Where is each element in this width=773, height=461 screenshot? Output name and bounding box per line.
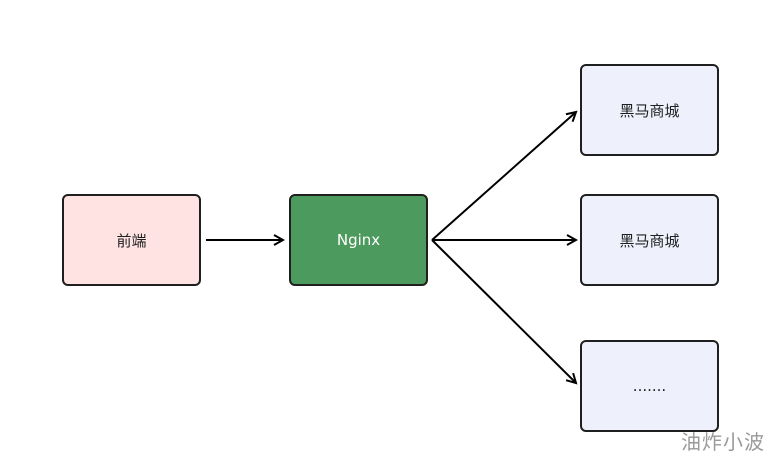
edge-nginx-to-mall-1 [431, 112, 576, 241]
node-frontend: 前端 [62, 194, 201, 286]
node-nginx: Nginx [289, 194, 428, 286]
node-mall-1-label: 黑马商城 [619, 101, 680, 120]
edge-nginx-to-more [431, 239, 576, 383]
node-more-label: ....... [632, 377, 667, 395]
node-mall-2: 黑马商城 [580, 194, 719, 286]
node-mall-1: 黑马商城 [580, 64, 719, 156]
node-more: ....... [580, 340, 719, 432]
node-nginx-label: Nginx [336, 231, 381, 249]
watermark-text: 油炸小波 [681, 430, 765, 454]
node-frontend-label: 前端 [116, 231, 147, 250]
node-mall-2-label: 黑马商城 [619, 231, 680, 250]
